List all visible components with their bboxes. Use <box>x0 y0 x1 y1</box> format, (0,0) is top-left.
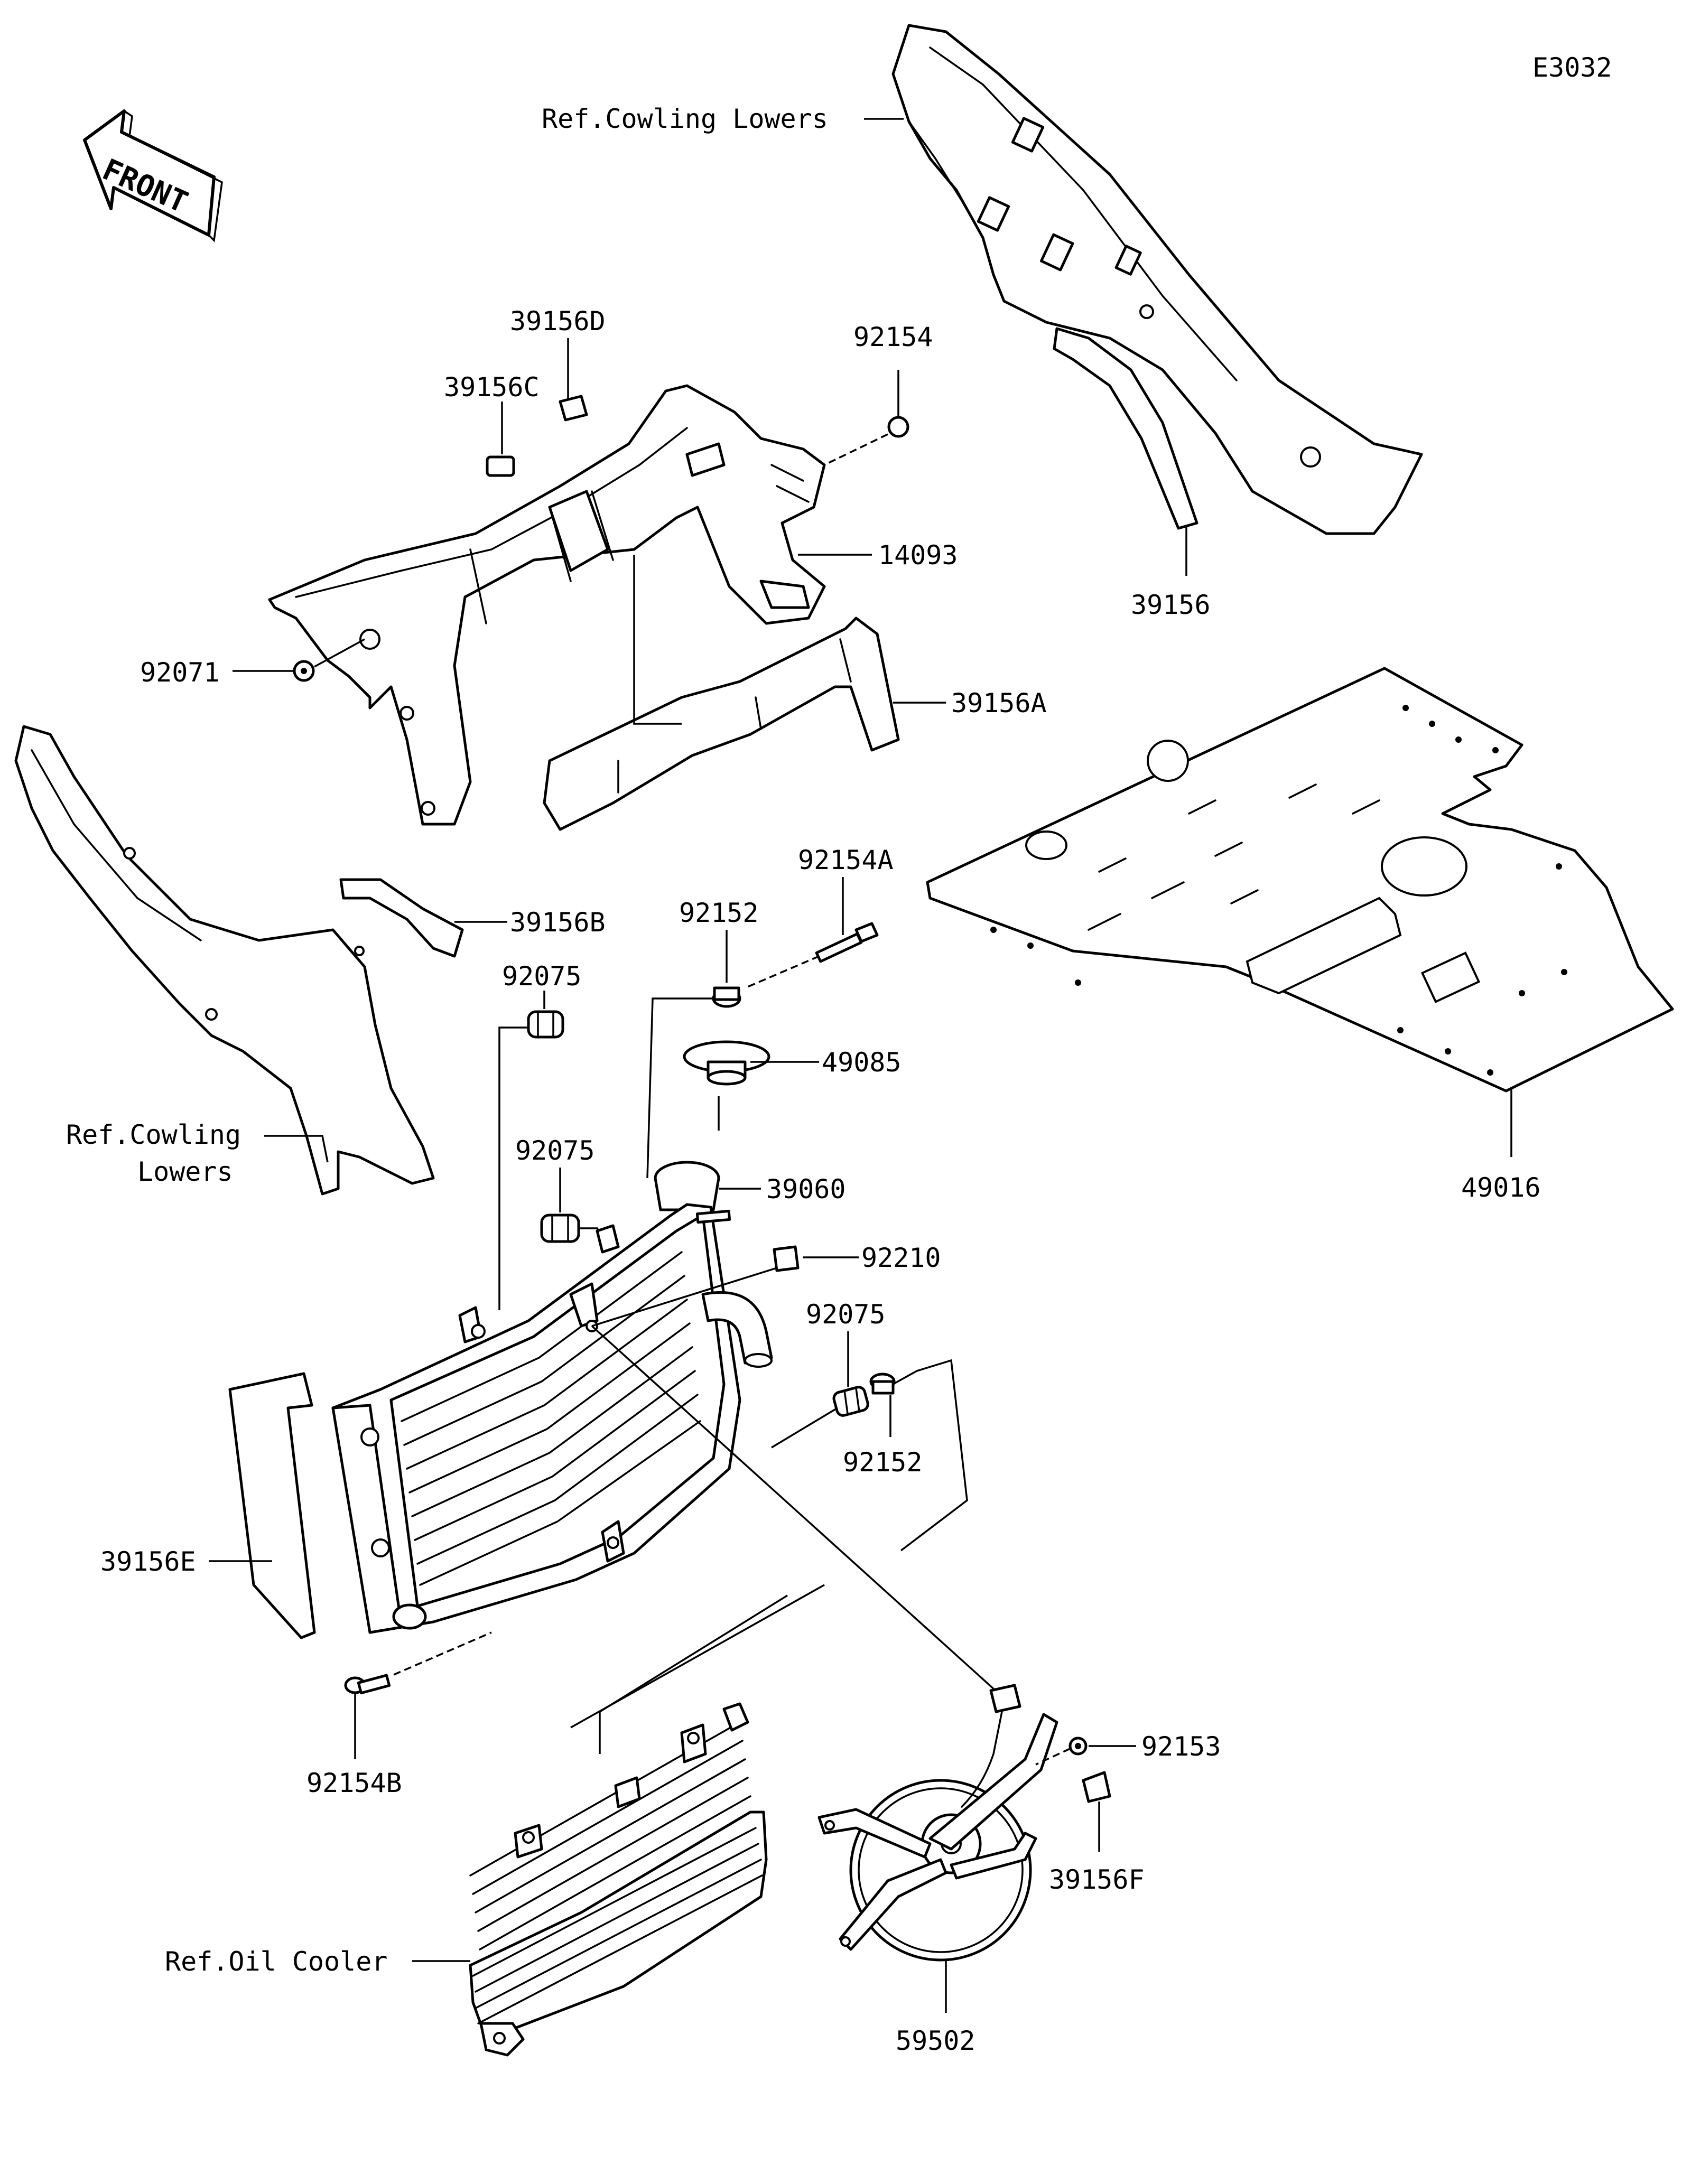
part-39156-seal <box>543 617 900 831</box>
leader-oil-cooler-assembly <box>599 1594 788 1754</box>
part-92075-grommet-top <box>527 1010 564 1039</box>
label-ref-cowling-left-line2: Lowers <box>137 1156 233 1187</box>
leader-92075-right-assembly <box>771 1407 838 1449</box>
part-39060-filler-neck <box>654 1161 720 1211</box>
label-92210: 92210 <box>861 1243 941 1273</box>
leader-92153-assembly <box>1035 1748 1071 1766</box>
part-92075-grommet-right <box>832 1386 869 1417</box>
leader-92152-top-assembly <box>646 997 713 1179</box>
leader-92152-right-group <box>893 1359 968 1552</box>
part-92154A-bolt <box>815 922 879 963</box>
part-39156C-clip <box>486 455 515 477</box>
part-92152-collar-right <box>869 1373 896 1395</box>
part-39156D-clip <box>559 395 588 422</box>
radiator-core <box>331 1203 773 1634</box>
part-92210-nut <box>773 1245 800 1272</box>
diagram-code: E3032 <box>1532 52 1612 83</box>
leader-92071-assembly <box>314 638 365 668</box>
leader-ref-cowling-left <box>264 1135 329 1163</box>
label-49016: 49016 <box>1461 1172 1541 1203</box>
part-39156F-pad <box>1082 1771 1111 1803</box>
part-92154-screw <box>887 416 909 438</box>
part-49085-radiator-cap <box>683 1040 770 1086</box>
part-49016-under-cover <box>926 667 1674 1093</box>
label-92075-mid: 92075 <box>515 1135 595 1166</box>
label-39060: 39060 <box>766 1174 846 1205</box>
label-92154A: 92154A <box>798 845 894 875</box>
label-ref-cowling-lowers-top: Ref.Cowling Lowers <box>542 104 828 134</box>
part-39156E-side-seal <box>228 1372 316 1639</box>
leader-radiator-fan-assembly <box>591 1325 1002 1697</box>
label-92071: 92071 <box>140 657 220 688</box>
label-39156D: 39156D <box>510 306 606 337</box>
label-39156B: 39156B <box>510 907 606 938</box>
part-92075-grommet-mid <box>540 1214 580 1243</box>
cowling-lower-left <box>14 725 435 1196</box>
label-39156E: 39156E <box>100 1546 196 1577</box>
label-92152-top: 92152 <box>679 898 759 928</box>
part-14093-bracket <box>268 384 826 826</box>
leader-92154B-assembly <box>393 1631 492 1676</box>
part-39156A-seal-strip <box>1053 327 1198 530</box>
leader-92154-assembly <box>824 433 888 466</box>
label-59502: 59502 <box>896 2026 975 2056</box>
label-92075-right: 92075 <box>806 1299 886 1330</box>
oil-cooler-reference <box>469 1702 768 2057</box>
label-92152-right: 92152 <box>843 1447 923 1478</box>
front-direction-arrow-icon: FRONT <box>83 109 223 242</box>
part-39156B-seal-strip <box>339 878 464 958</box>
label-92154: 92154 <box>853 322 933 352</box>
label-39156F: 39156F <box>1049 1864 1145 1895</box>
leader-39156-assembly <box>633 555 682 725</box>
label-ref-cowling-left-line1: Ref.Cowling <box>66 1119 241 1150</box>
label-92154B: 92154B <box>306 1768 402 1798</box>
label-39156A: 39156 <box>1131 590 1211 620</box>
leader-92075-top-assembly <box>498 1026 528 1310</box>
label-49085: 49085 <box>822 1047 902 1078</box>
label-ref-oil-cooler: Ref.Oil Cooler <box>165 1946 387 1977</box>
leader-92154A-assembly <box>745 955 820 989</box>
label-39156C: 39156C <box>444 372 540 403</box>
part-59502-fan-assembly <box>817 1684 1058 1962</box>
leader-92210-assembly <box>591 1267 777 1327</box>
part-92154B-bolt <box>344 1674 391 1695</box>
label-14093: 14093 <box>878 540 958 571</box>
label-92075-top: 92075 <box>502 961 582 992</box>
label-39156: 39156A <box>951 688 1047 718</box>
cowling-lower-right <box>891 24 1423 535</box>
label-92153: 92153 <box>1141 1731 1221 1762</box>
part-92152-collar-top <box>712 986 741 1008</box>
